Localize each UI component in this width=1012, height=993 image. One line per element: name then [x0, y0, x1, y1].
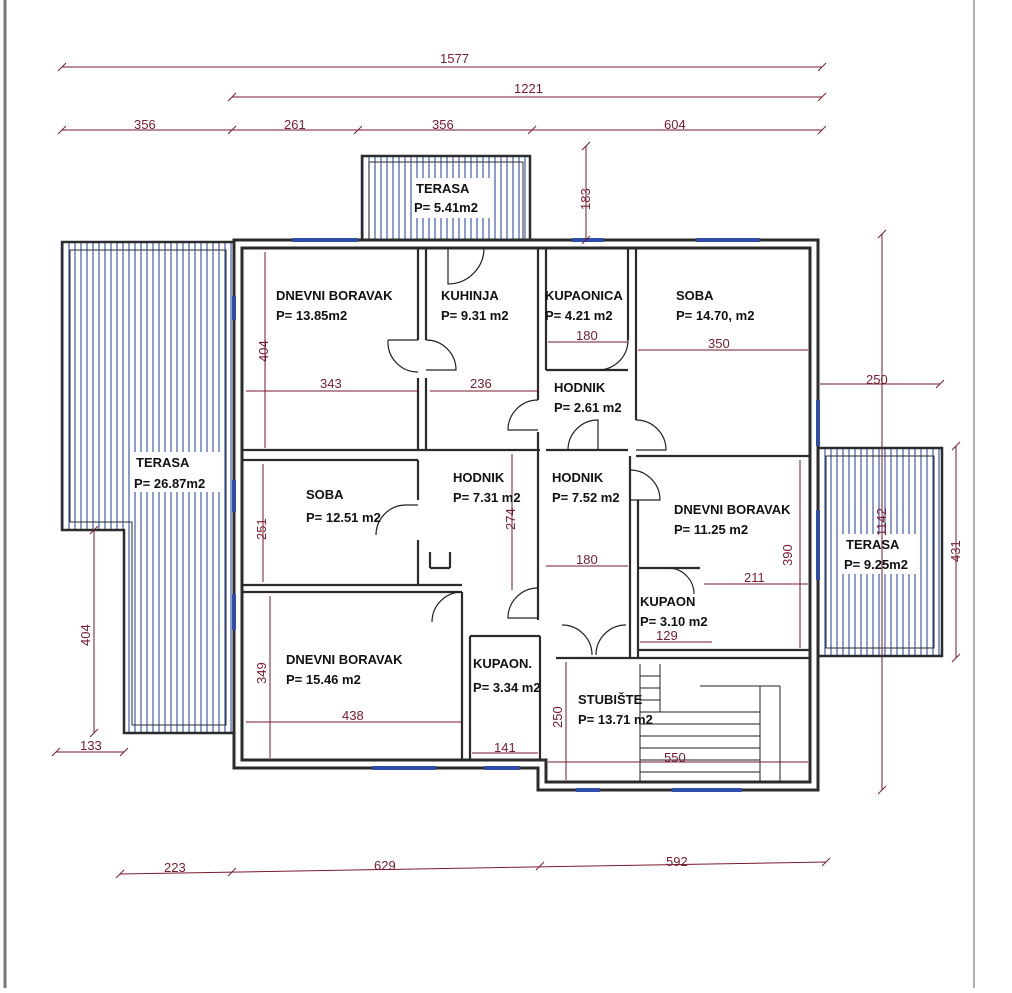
- room-labels: DNEVNI BORAVAK P= 13.85m2 KUHINJA P= 9.3…: [276, 288, 791, 727]
- top-dimensions: 1577 1221 356 261 356 604: [57, 51, 827, 135]
- room-name-soba-2: SOBA: [306, 487, 344, 502]
- room-area-soba-1: P= 14.70, m2: [676, 308, 754, 323]
- room-name-kupaon-1: KUPAON: [640, 594, 695, 609]
- dim-right-terrace: 431: [948, 540, 963, 562]
- room-name-kupaonica: KUPAONICA: [545, 288, 623, 303]
- dim-bottom-2: 629: [374, 858, 396, 873]
- room-name-kuhinja: KUHINJA: [441, 288, 499, 303]
- room-area-dnevni-3: P= 15.46 m2: [286, 672, 361, 687]
- dim-top-terrace: 183: [578, 188, 593, 210]
- room-name-kupaon-2: KUPAON.: [473, 656, 532, 671]
- doors: [375, 247, 695, 656]
- dim-bottom-3: 592: [666, 854, 688, 869]
- room-name-soba-1: SOBA: [676, 288, 714, 303]
- interior-dimensions: 343 404 236 180 350 251 274 180 211 390 …: [246, 252, 808, 780]
- interior-walls: [242, 248, 810, 760]
- dim-kupaon2-w: 141: [494, 740, 516, 755]
- dim-right-overall: 1142: [874, 508, 889, 536]
- room-area-hodnik-1: P= 2.61 m2: [554, 400, 622, 415]
- room-name-dnevni-1: DNEVNI BORAVAK: [276, 288, 393, 303]
- room-name-hodnik-1: HODNIK: [554, 380, 606, 395]
- room-name-terasa-right: TERASA: [846, 537, 900, 552]
- dim-soba1-w: 350: [708, 336, 730, 351]
- dim-kupaonica-w: 180: [576, 328, 598, 343]
- room-area-kuhinja: P= 9.31 m2: [441, 308, 509, 323]
- room-area-hodnik-2: P= 7.31 m2: [453, 490, 521, 505]
- dim-soba2-h: 251: [254, 518, 269, 540]
- dim-dnevni2-h: 390: [780, 544, 795, 566]
- dim-dnevni2-w: 211: [744, 570, 765, 585]
- dim-left-terrace: 404: [78, 624, 93, 646]
- dim-kupaon1-w: 129: [656, 628, 678, 643]
- windows: [232, 238, 820, 792]
- dim-stubiste-w: 550: [664, 750, 686, 765]
- room-area-dnevni-1: P= 13.85m2: [276, 308, 347, 323]
- room-area-kupaon-1: P= 3.10 m2: [640, 614, 708, 629]
- room-area-terasa-left: P= 26.87m2: [134, 476, 205, 491]
- dim-bottom-1: 223: [164, 860, 186, 875]
- room-area-kupaonica: P= 4.21 m2: [545, 308, 613, 323]
- room-area-terasa-top: P= 5.41m2: [414, 200, 478, 215]
- dim-hodnik3-w: 180: [576, 552, 598, 567]
- room-area-soba-2: P= 12.51 m2: [306, 510, 381, 525]
- room-name-terasa-left: TERASA: [136, 455, 190, 470]
- room-name-dnevni-2: DNEVNI BORAVAK: [674, 502, 791, 517]
- dim-top-2: 261: [284, 117, 306, 132]
- room-name-hodnik-2: HODNIK: [453, 470, 505, 485]
- terrace-left: TERASA P= 26.87m2: [60, 240, 236, 735]
- staircase: [639, 664, 781, 782]
- room-name-stubiste: STUBIŠTE: [578, 692, 643, 707]
- dim-stubiste-h: 250: [550, 706, 565, 728]
- terrace-right: TERASA P= 9.25m2: [816, 446, 944, 658]
- room-area-terasa-right: P= 9.25m2: [844, 557, 908, 572]
- dim-top-3: 356: [432, 117, 454, 132]
- dim-right-offset: 250: [866, 372, 888, 387]
- dim-dnevni3-h: 349: [254, 662, 269, 684]
- room-area-hodnik-3: P= 7.52 m2: [552, 490, 620, 505]
- dim-top-total: 1577: [440, 51, 469, 66]
- room-area-kupaon-2: P= 3.34 m2: [473, 680, 541, 695]
- dim-top-4: 604: [664, 117, 686, 132]
- room-name-dnevni-3: DNEVNI BORAVAK: [286, 652, 403, 667]
- exterior-walls: [232, 238, 820, 792]
- dim-dnevni1-w: 343: [320, 376, 342, 391]
- dim-kuhinja-w: 236: [470, 376, 492, 391]
- dim-dnevni3-w: 438: [342, 708, 364, 723]
- terrace-top: TERASA P= 5.41m2: [360, 154, 532, 242]
- dim-top-sub: 1221: [514, 81, 543, 96]
- room-area-stubiste: P= 13.71 m2: [578, 712, 653, 727]
- dim-dnevni1-h: 404: [256, 340, 271, 362]
- outer-dimensions: 183 250 1142 431 404 133 223 629 592: [51, 141, 963, 879]
- room-area-dnevni-2: P= 11.25 m2: [674, 522, 748, 537]
- dim-top-1: 356: [134, 117, 156, 132]
- room-name-hodnik-3: HODNIK: [552, 470, 604, 485]
- room-name-terasa-top: TERASA: [416, 181, 470, 196]
- dim-left-bottom: 133: [80, 738, 102, 753]
- dim-hodnik2-h: 274: [503, 508, 518, 530]
